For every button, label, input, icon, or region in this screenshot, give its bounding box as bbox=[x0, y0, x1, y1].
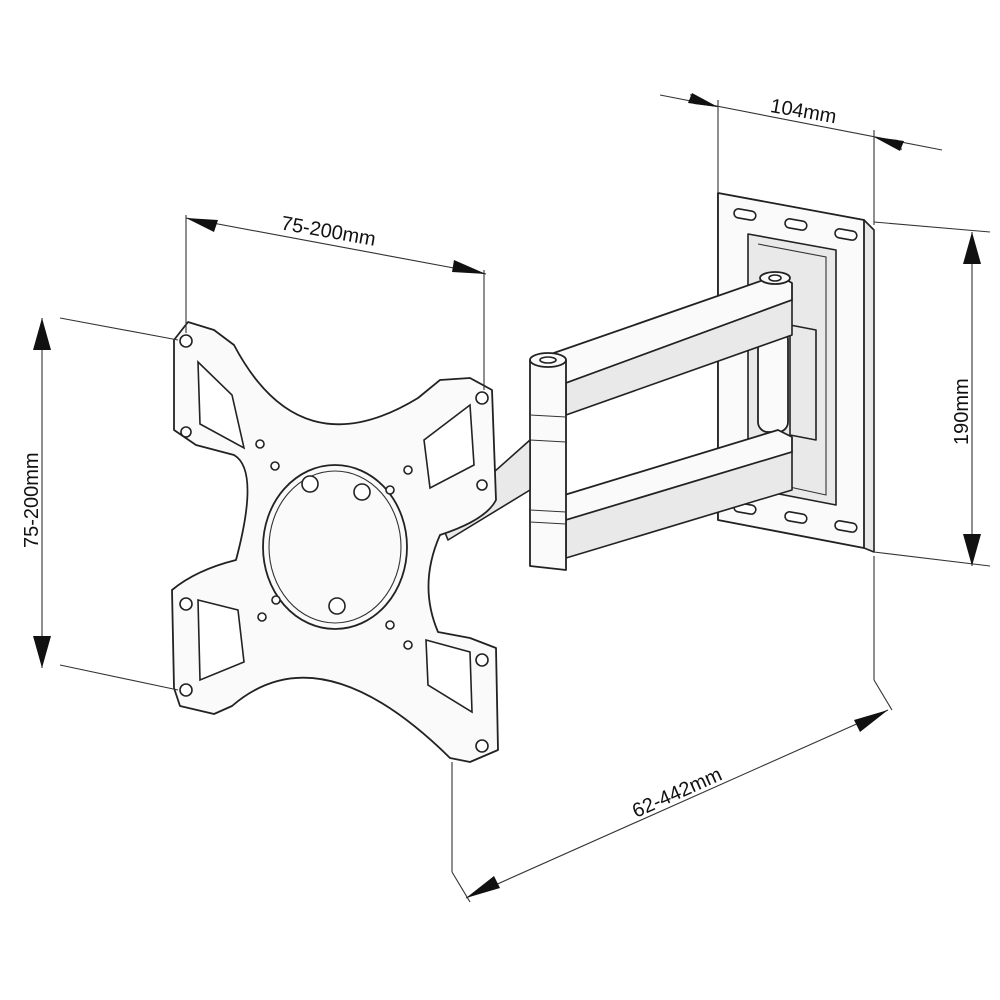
dimension-104mm: 104mm bbox=[659, 93, 943, 225]
dim-label-vesa-vertical: 75-200mm bbox=[21, 452, 43, 548]
dimension-extension: 62-442mm bbox=[451, 556, 893, 903]
dimension-190mm: 190mm bbox=[873, 221, 991, 567]
dim-label-extension: 62-442mm bbox=[629, 764, 725, 823]
dim-label-190mm: 190mm bbox=[951, 378, 973, 445]
vesa-plate bbox=[171, 321, 499, 763]
dimension-vesa-vertical: 75-200mm bbox=[21, 317, 179, 691]
